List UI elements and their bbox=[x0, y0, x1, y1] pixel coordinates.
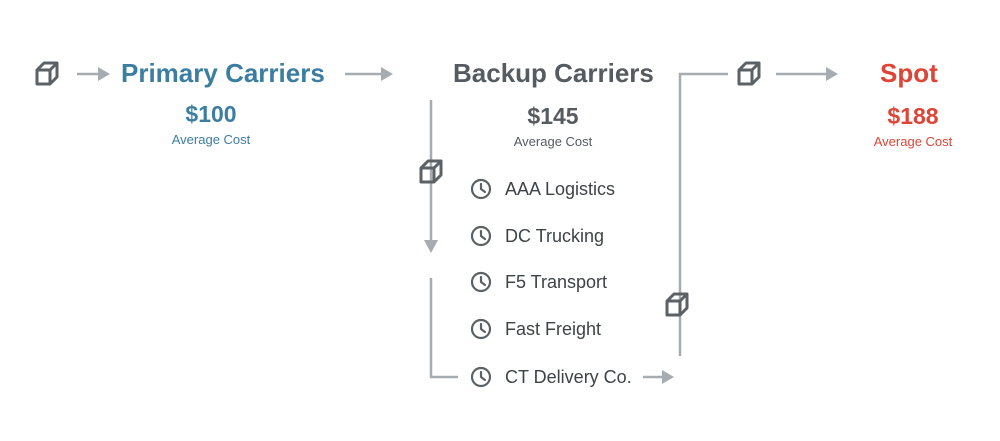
carrier-item-ct-delivery: CT Delivery Co. bbox=[470, 364, 632, 390]
line-up-to-spot bbox=[678, 72, 728, 356]
tier-title-spot: Spot bbox=[880, 58, 938, 88]
arrow-right-icon bbox=[662, 370, 674, 384]
arrow-right-icon bbox=[826, 67, 838, 81]
carrier-item-f5-transport: F5 Transport bbox=[470, 269, 607, 295]
package-icon bbox=[35, 61, 59, 86]
carrier-item-aaa-logistics: AAA Logistics bbox=[470, 176, 615, 202]
carrier-name: CT Delivery Co. bbox=[505, 366, 632, 387]
tier-cost-label-spot: Average Cost bbox=[873, 134, 953, 149]
arrow-right-icon bbox=[381, 67, 393, 81]
clock-icon bbox=[470, 318, 492, 340]
clock-icon bbox=[470, 271, 492, 293]
clock-icon bbox=[470, 225, 492, 247]
tier-cost-spot: $188 bbox=[887, 103, 939, 129]
tier-cost-label-primary: Average Cost bbox=[171, 132, 251, 147]
tier-title-backup: Backup Carriers bbox=[453, 58, 654, 88]
tier-cost-primary: $100 bbox=[185, 101, 237, 127]
arrow-right-icon bbox=[98, 67, 110, 81]
carrier-item-fast-freight: Fast Freight bbox=[470, 316, 601, 342]
package-icon bbox=[737, 61, 761, 86]
carrier-name: Fast Freight bbox=[505, 318, 602, 339]
clock-icon bbox=[470, 178, 492, 200]
carrier-name: DC Trucking bbox=[505, 225, 605, 246]
tier-cost-backup: $145 bbox=[527, 103, 579, 129]
carrier-name: F5 Transport bbox=[505, 271, 608, 292]
carrier-name: AAA Logistics bbox=[505, 178, 616, 199]
clock-icon bbox=[470, 366, 492, 388]
line-backup-bottom bbox=[429, 278, 458, 379]
tier-title-primary: Primary Carriers bbox=[121, 58, 325, 88]
arrow-down-icon bbox=[424, 240, 438, 253]
tier-cost-label-backup: Average Cost bbox=[513, 134, 593, 149]
carrier-item-dc-trucking: DC Trucking bbox=[470, 223, 604, 249]
package-icon bbox=[665, 292, 689, 317]
